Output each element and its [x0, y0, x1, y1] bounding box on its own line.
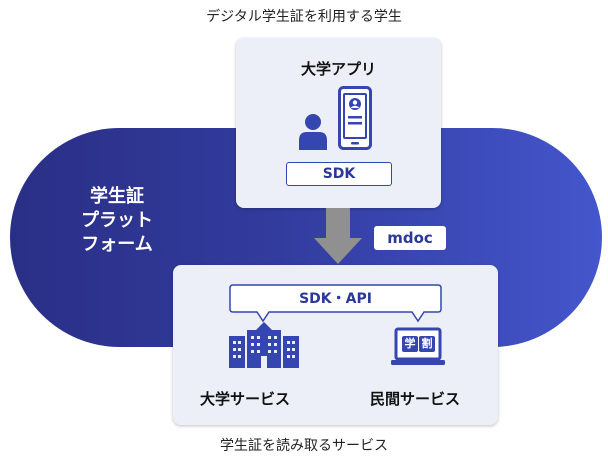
bottom-caption: 学生証を読み取るサービス [220, 438, 388, 454]
platform-label-line-2: プラット [81, 210, 153, 231]
screen-badge-left: 学 [402, 336, 418, 352]
university-buildings-icon [229, 322, 299, 368]
sdk-box: SDK [286, 162, 392, 186]
screen-badge-right: 割 [419, 336, 435, 352]
university-service-label: 大学サービス [199, 390, 290, 408]
laptop-icon [391, 327, 445, 365]
person-icon [299, 114, 327, 150]
university-app-card: 大学アプリ SDK [236, 38, 441, 208]
smartphone-icon [338, 86, 372, 150]
platform-label: 学生証 プラット フォーム [62, 185, 172, 257]
platform-label-line-3: フォーム [81, 234, 153, 255]
top-caption: デジタル学生証を利用する学生 [206, 9, 402, 25]
private-service-label: 民間サービス [369, 390, 460, 408]
platform-label-line-1: 学生証 [90, 186, 144, 207]
api-callout-bracket [229, 284, 442, 323]
reading-services-card: SDK・API 学 割 大学サービス 民間サービス [173, 265, 498, 425]
mdoc-label: mdoc [374, 226, 446, 250]
down-arrow-icon [326, 208, 350, 240]
university-app-title: 大学アプリ [300, 60, 376, 78]
sdk-api-label: SDK・API [299, 291, 372, 307]
down-arrow-head [314, 238, 362, 264]
